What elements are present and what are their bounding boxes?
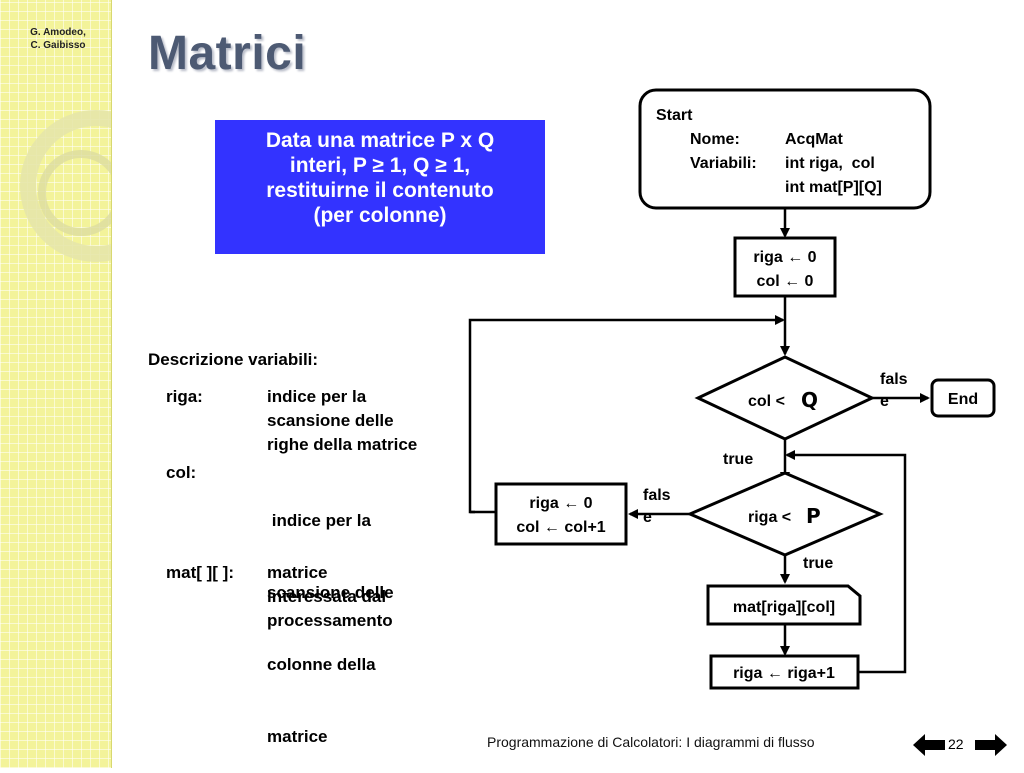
problem-line-2: interi, P ≥ 1, Q ≥ 1, [289,154,471,177]
variable-name-col: col: [166,463,197,482]
variable-desc-line: matrice [267,563,328,582]
page-number: 22 [948,736,964,752]
reset-box [494,482,628,546]
footer-course-title: Programmazione di Calcolatori: I diagram… [487,734,815,750]
variable-desc-mat: matrice interessata dal processamento [267,561,457,633]
variable-desc-line: scansione delle [267,411,394,430]
cond-col-var: Q [801,388,818,412]
variable-name-mat: mat[ ][ ]: [166,563,234,582]
problem-statement-box: Data una matrice P x Q interi, P ≥ 1, Q … [215,120,545,254]
decorative-sidebar [0,0,112,768]
variable-desc-line: scansione delle [267,583,394,602]
start-label: Start [656,107,693,124]
io-label: mat[riga][col] [733,599,835,616]
slide-title: Matrici [148,27,307,80]
variable-desc-line: indice per la [267,511,371,530]
variable-desc-line: processamento [267,611,393,630]
cond-col-diamond [694,355,876,441]
init-line-1: riga ← 0 [753,249,816,266]
variable-desc-line: matrice [267,727,328,746]
cond-riga-diamond [686,471,884,557]
next-slide-arrow-icon[interactable] [975,734,1007,756]
previous-slide-arrow-icon[interactable] [913,734,945,756]
io-box [706,584,862,626]
author-line-1: G. Amodeo, [30,27,86,38]
author-line-2: C. Gaibisso [30,40,86,51]
variable-desc-line: colonne della [267,655,376,674]
decorative-ring-inner [38,150,112,236]
variable-desc-riga: indice per la scansione delle righe dell… [267,385,457,457]
start-nome-label: Nome: [690,131,740,148]
variable-desc-line: indice per la [267,387,367,406]
reset-line-1: riga ← 0 [529,495,592,512]
problem-line-4: (per colonne) [313,204,447,227]
start-variabili-label: Variabili: [690,155,757,172]
reset-line-2: col ← col+1 [516,519,605,536]
label-false-riga-1: fals [643,487,671,504]
end-label: End [948,391,978,408]
start-variabili-line2: int mat[P][Q] [785,179,882,196]
end-box [930,378,996,418]
start-variabili-line1: int riga, col [785,155,875,172]
problem-line-3: restituirne il contenuto [266,179,494,202]
label-true-riga: true [803,555,833,572]
cond-riga-var: P [806,504,821,528]
cond-col-prefix: col < [748,393,785,410]
label-false-col-1: fals [880,371,908,388]
init-line-2: col ← 0 [757,273,814,290]
cond-riga-prefix: riga < [748,509,791,526]
start-nome-value: AcqMat [785,131,843,148]
label-false-riga-2: e [643,509,652,526]
problem-line-1: Data una matrice P x Q [265,129,495,152]
label-false-col-2: e [880,393,889,410]
variable-desc-line: righe della matrice [267,435,418,454]
variable-name-riga: riga: [166,387,203,406]
incr-label: riga ← riga+1 [733,665,835,682]
variable-desc-col: indice per la scansione delle colonne de… [267,461,457,773]
authors: G. Amodeo, C. Gaibisso [10,26,106,52]
variables-description-title: Descrizione variabili: [148,350,319,369]
label-true-col: true [723,451,753,468]
variable-desc-line: interessata dal [267,587,387,606]
arrow-loop-riga [785,450,907,674]
